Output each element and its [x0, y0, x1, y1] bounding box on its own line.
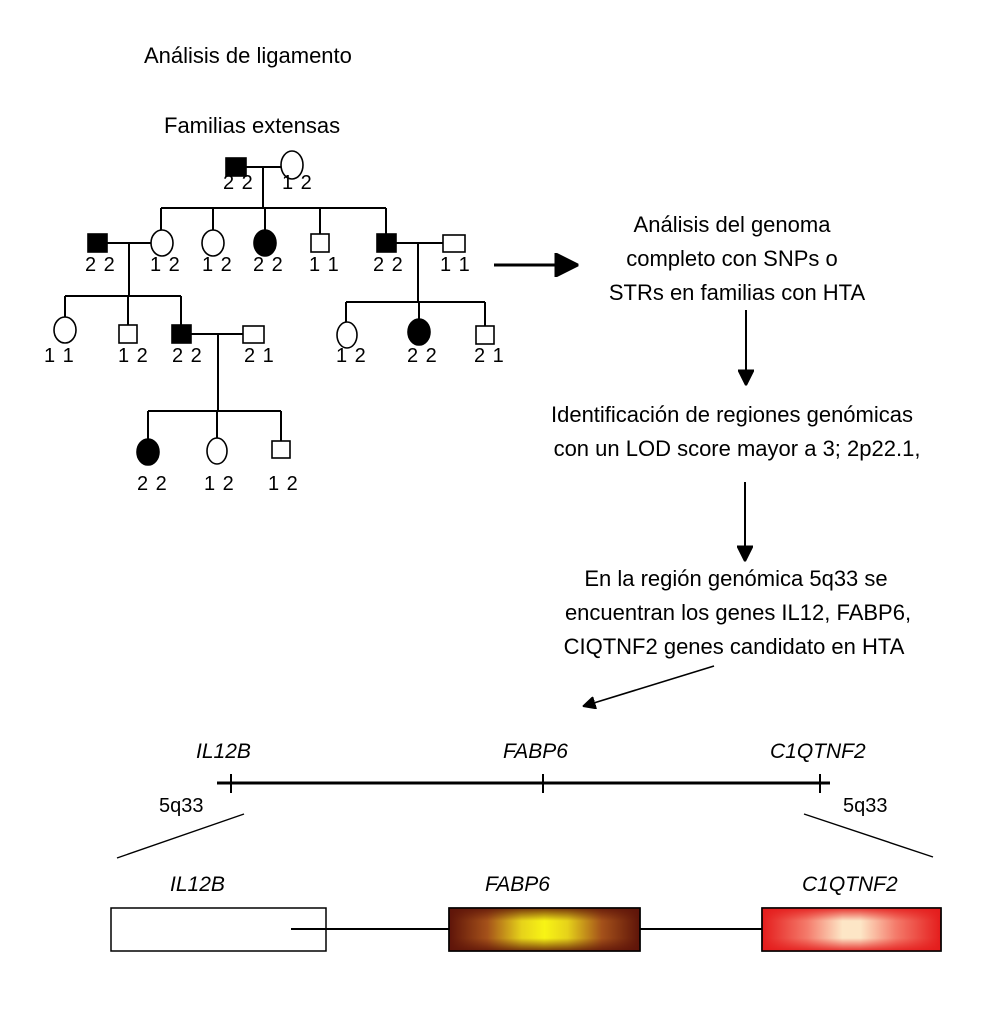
genotype-label: 1 2: [202, 254, 233, 276]
genotype-label: 2 2: [223, 172, 254, 194]
genome-map: IL12B FABP6 C1QTNF2 5q33 5q33 IL12B FABP…: [110, 740, 942, 952]
genotype-label: 1 2: [150, 254, 181, 276]
unaffected-female: [280, 150, 304, 180]
step-3-line-1: En la región genómica 5q33 se: [584, 566, 887, 591]
genotype-label: 2 2: [85, 254, 116, 276]
zoom-line-left: [116, 813, 245, 859]
unaffected-male: [118, 324, 138, 344]
genotype-label: 2 2: [373, 254, 404, 276]
step-2-line-2: con un LOD score mayor a 3; 2p22.1,: [554, 436, 921, 461]
step-1-line-1: Análisis del genoma: [634, 212, 832, 237]
unaffected-female: [53, 316, 77, 344]
step-1-line-3: STRs en familias con HTA: [609, 280, 866, 305]
step-2-line-1: Identificación de regiones genómicas: [551, 402, 913, 427]
genotype-label: 2 2: [137, 473, 168, 495]
gene-label-il12b: IL12B: [170, 873, 225, 896]
unaffected-female: [336, 321, 358, 349]
affected-female: [407, 318, 431, 346]
genotype-label: 1 1: [309, 254, 340, 276]
gene-box-c1qtnf2-shade: [761, 907, 942, 952]
pedigree-individuals: [53, 150, 495, 466]
affected-female: [136, 438, 160, 466]
gene-box-il12b: [110, 907, 327, 952]
locus-label-left: 5q33: [159, 795, 204, 817]
affected-male: [171, 324, 192, 344]
pedigree: [64, 166, 486, 441]
genotype-label: 1 1: [44, 345, 75, 367]
pedigree-label: Familias extensas: [164, 113, 340, 138]
unaffected-female: [150, 229, 174, 257]
diagram-title: Análisis de ligamento: [144, 43, 352, 68]
gene-box-fabp6-shade: [448, 907, 641, 952]
affected-male: [376, 233, 397, 253]
step-1-line-2: completo con SNPs o: [626, 246, 838, 271]
genotype-label: 1 2: [118, 345, 149, 367]
affected-male: [87, 233, 108, 253]
genotype-label: 1 2: [282, 172, 313, 194]
affected-female: [253, 229, 277, 257]
arrow-diagonal: [584, 665, 715, 706]
genotype-label: 1 2: [268, 473, 299, 495]
unaffected-male: [475, 325, 495, 345]
genotype-label: 2 1: [244, 345, 275, 367]
map-gene-label: IL12B: [196, 740, 251, 763]
genotype-labels: 2 2 1 2 2 2 1 2 1 2 2 2 1 1 2 2 1 1 1 1 …: [44, 172, 505, 495]
unaffected-female: [206, 437, 228, 465]
genotype-label: 2 2: [253, 254, 284, 276]
step-3-line-3: CIQTNF2 genes candidato en HTA: [564, 634, 905, 659]
genotype-label: 2 2: [407, 345, 438, 367]
unaffected-male: [310, 233, 330, 253]
unaffected-female: [201, 229, 225, 257]
unaffected-male: [442, 234, 466, 253]
genotype-label: 2 2: [172, 345, 203, 367]
genotype-label: 2 1: [474, 345, 505, 367]
step-3-line-2: encuentran los genes IL12, FABP6,: [565, 600, 911, 625]
zoom-line-right: [803, 813, 934, 858]
genotype-label: 1 2: [204, 473, 235, 495]
unaffected-male: [271, 440, 291, 459]
unaffected-male: [242, 325, 265, 344]
gene-label-c1qtnf2: C1QTNF2: [802, 873, 898, 896]
map-gene-label: C1QTNF2: [770, 740, 866, 763]
locus-label-right: 5q33: [843, 795, 888, 817]
affected-male: [225, 157, 247, 177]
gene-label-fabp6: FABP6: [485, 873, 550, 896]
genotype-label: 1 2: [336, 345, 367, 367]
genotype-label: 1 1: [440, 254, 471, 276]
map-gene-label: FABP6: [503, 740, 568, 763]
